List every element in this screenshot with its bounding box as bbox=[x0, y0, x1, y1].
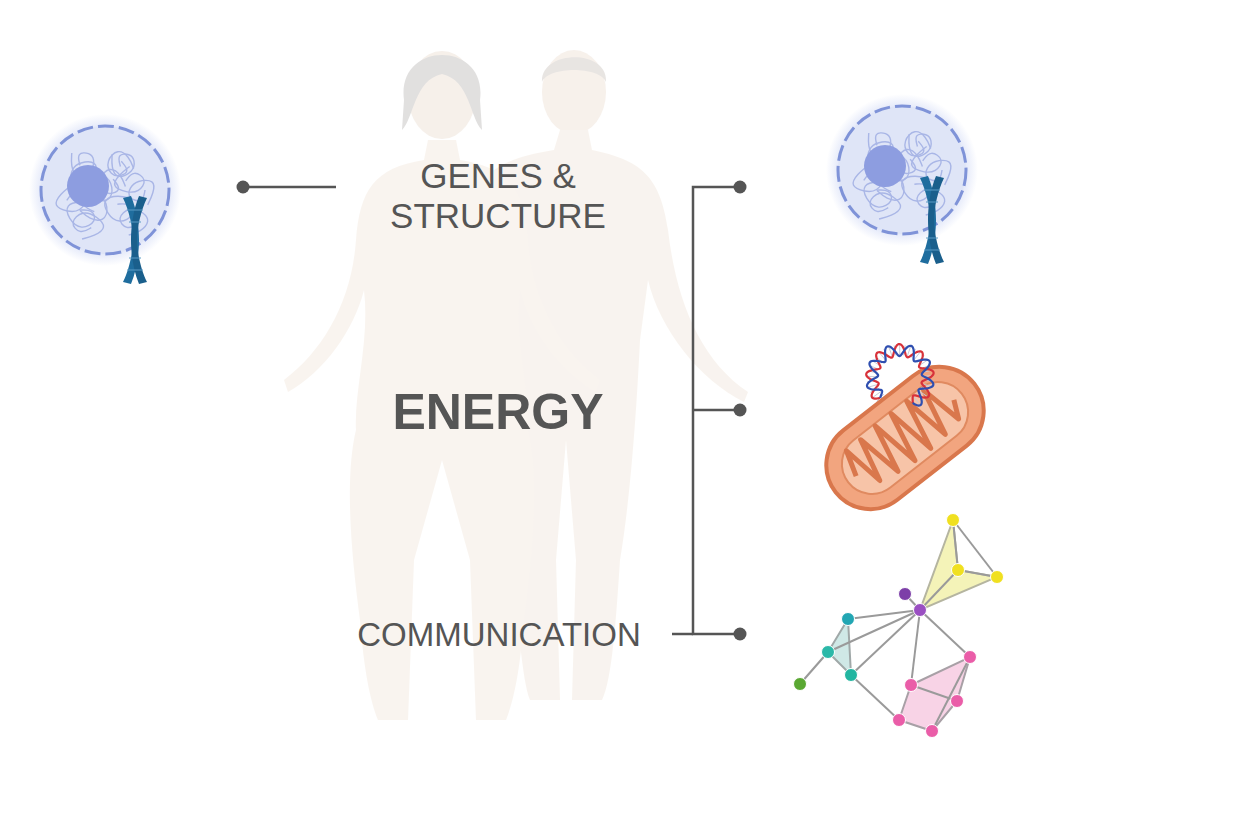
bracket-dots bbox=[237, 181, 747, 641]
bracket bbox=[693, 187, 740, 634]
section-label: GENES & STRUCTURE bbox=[363, 156, 633, 237]
section-label: COMMUNICATION bbox=[329, 616, 669, 654]
central-label: ENERGY bbox=[348, 384, 648, 442]
cell-icon bbox=[826, 94, 978, 264]
leader-line bbox=[243, 186, 336, 189]
bracket-lines bbox=[243, 187, 740, 634]
human-silhouettes bbox=[284, 50, 748, 720]
mitochondrion-icon bbox=[809, 344, 1002, 527]
cell-icon bbox=[29, 114, 181, 284]
network-icon bbox=[794, 514, 1004, 738]
leader-line bbox=[693, 409, 740, 412]
leader-line bbox=[672, 633, 693, 636]
